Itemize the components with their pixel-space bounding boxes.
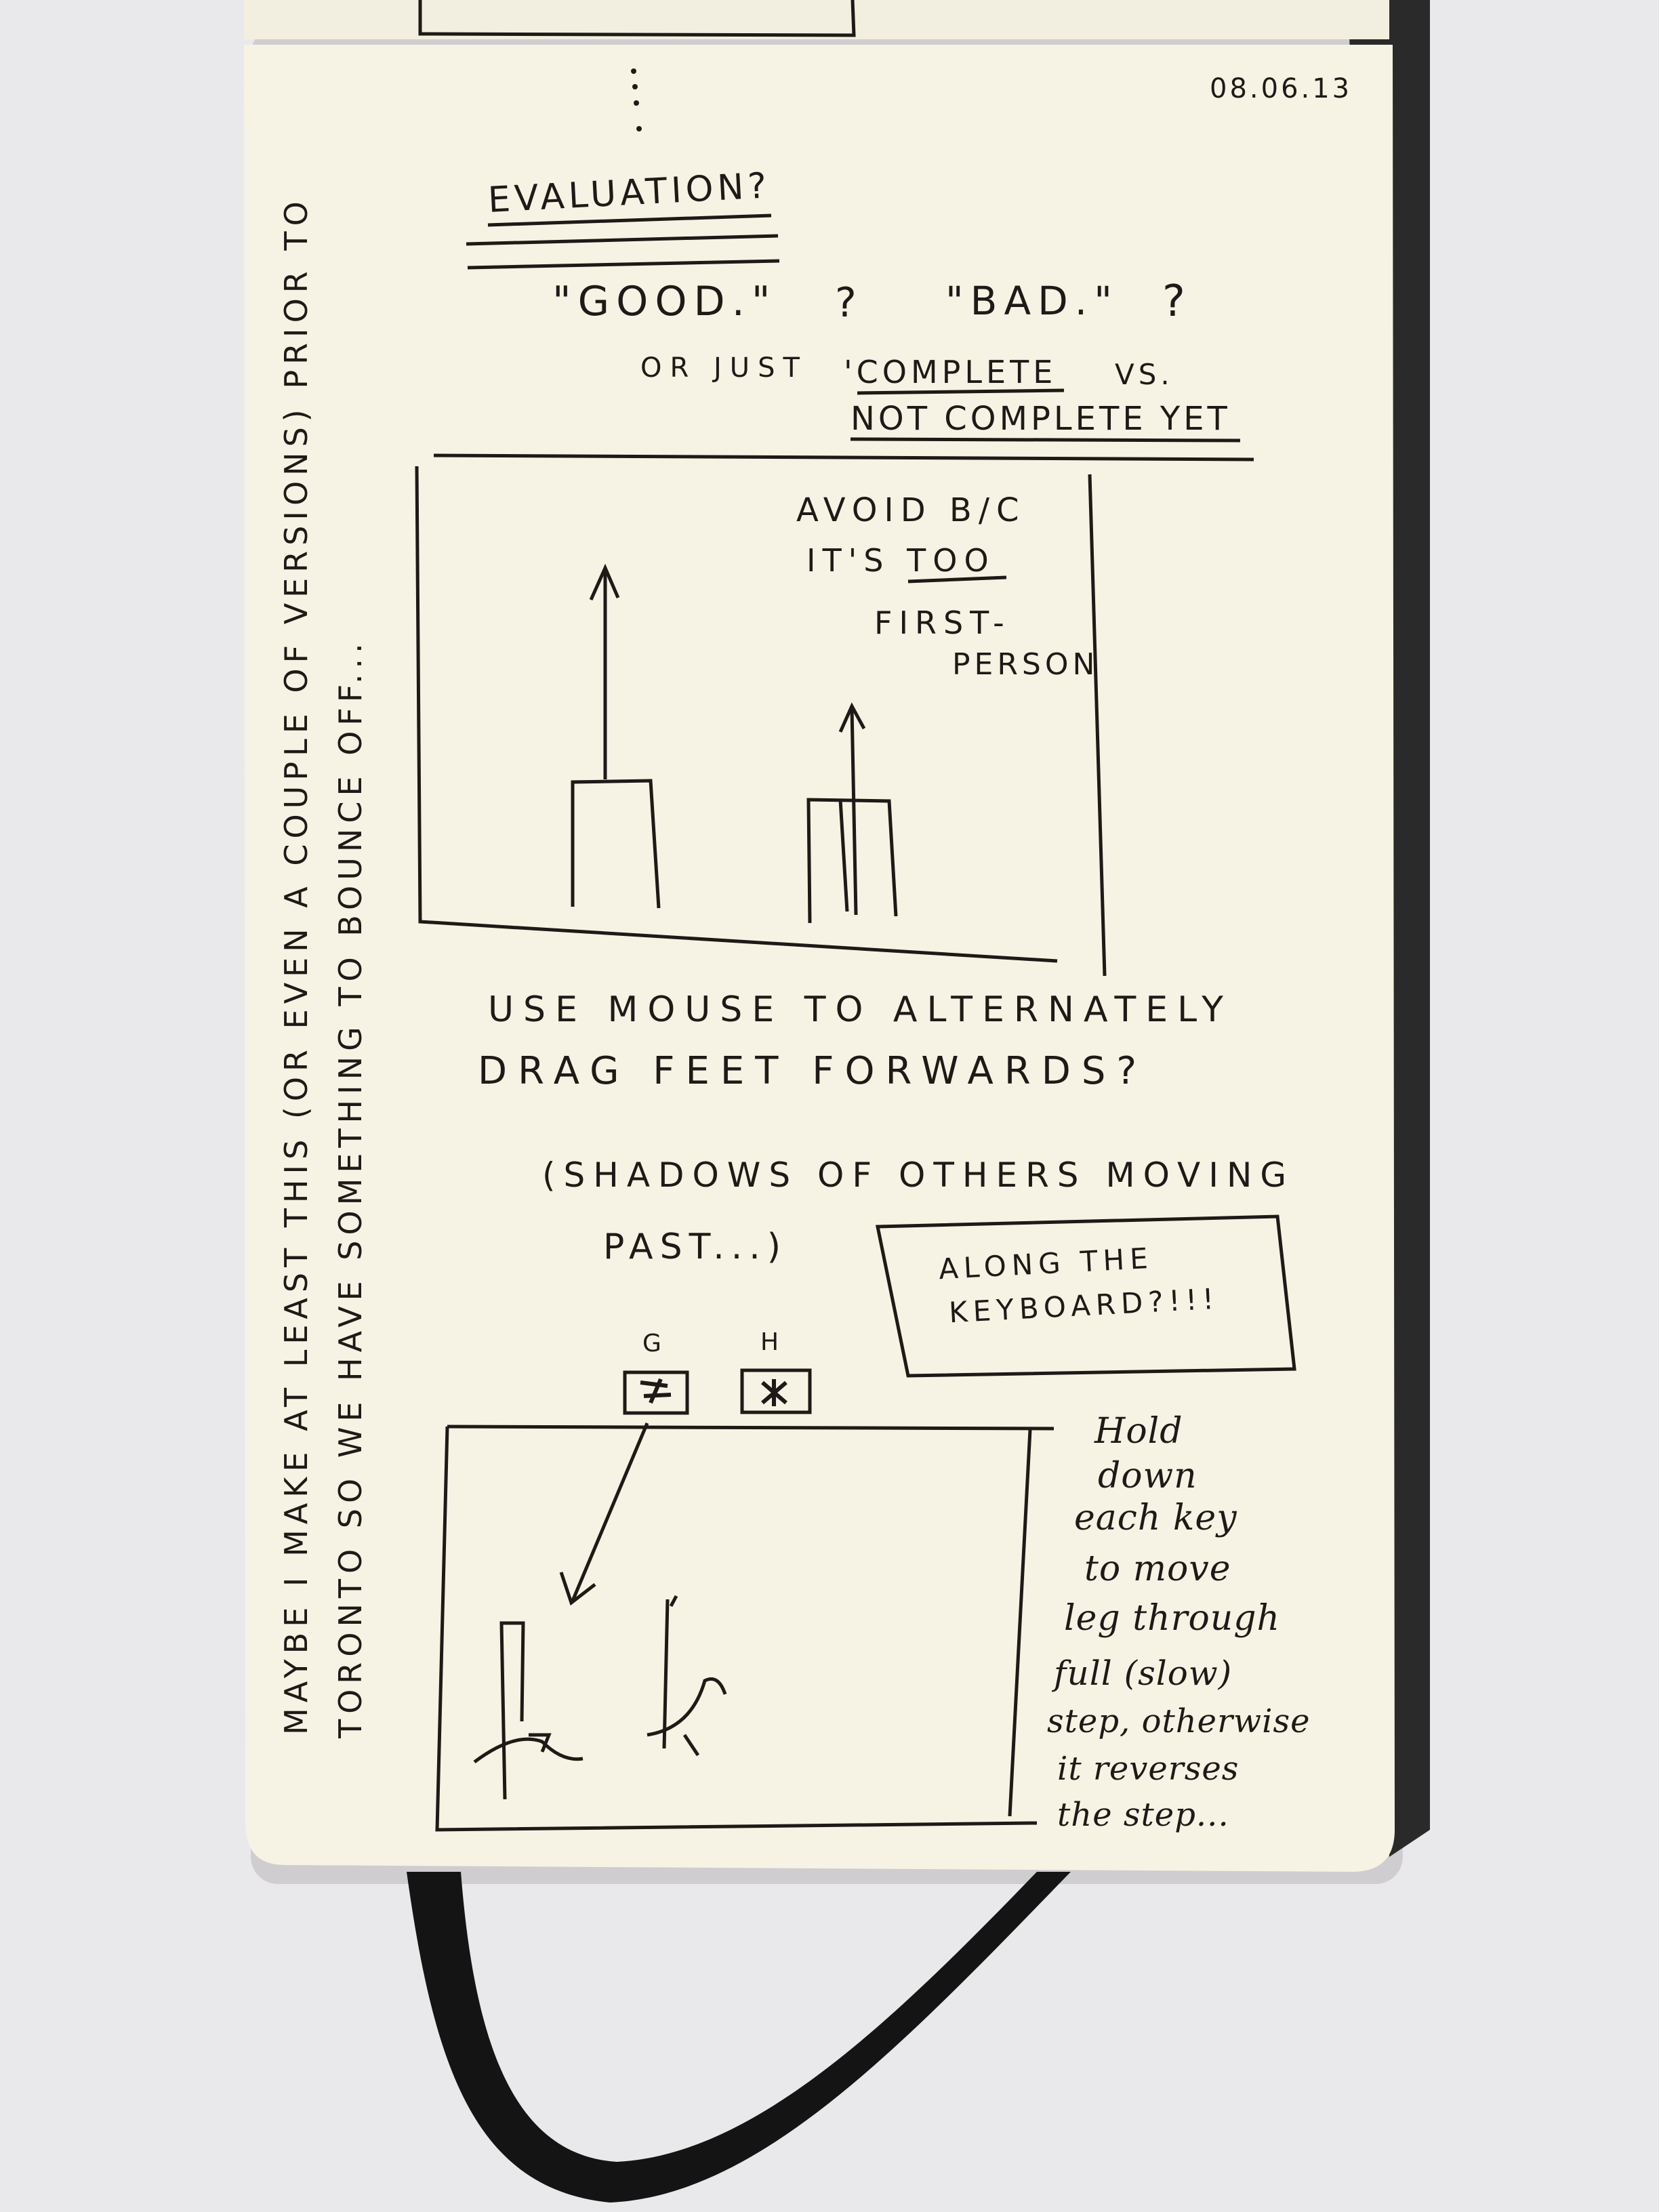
avoid-note-line-1: AVOID B/C [796,491,1026,529]
question-mark-2: ? [1162,276,1189,327]
avoid-note-line-4: PERSON [952,647,1099,682]
key-g-label: G [642,1330,665,1357]
shadows-note-line-1: (SHADOWS OF OTHERS MOVING [542,1155,1295,1195]
or-just-label: OR JUST [640,352,808,384]
keyboard-box-frame [875,1214,1296,1378]
hold-note-line-2: down [1098,1456,1197,1496]
hold-note-line-9: the step... [1057,1796,1229,1834]
hold-note-line-8: it reverses [1057,1750,1240,1788]
key-g-icon [623,1370,689,1415]
previous-page-edge [244,0,1389,39]
bad-label: "BAD." [945,278,1119,324]
not-complete-label: NOT COMPLETE YET [851,400,1231,438]
key-h-label: H [760,1328,783,1356]
hold-note-line-3: each key [1074,1498,1237,1538]
key-h-icon [740,1368,812,1414]
margin-note-line-2: TORONTO SO WE HAVE SOMETHING TO BOUNCE O… [332,638,369,1738]
notebook-page [244,45,1395,1872]
sketch-panel-1 [415,466,1107,977]
vs-label: VS. [1115,358,1174,391]
complete-label: 'COMPLETE [844,354,1057,390]
hold-note-line-7: step, otherwise [1047,1702,1311,1740]
sketch-panel-2 [435,1422,1054,1832]
mouse-note-line-2: DRAG FEET FORWARDS? [478,1049,1148,1093]
mouse-note-line-1: USE MOUSE TO ALTERNATELY [488,989,1233,1030]
hold-note-line-6: full (slow) [1054,1654,1233,1693]
date-label: 08.06.13 [1210,73,1353,104]
question-mark-1: ? [835,279,861,327]
shadows-note-line-2: PAST...) [603,1227,788,1267]
hold-note-line-5: leg through [1064,1598,1281,1639]
hold-note-line-1: Hold [1094,1411,1183,1452]
hold-note-line-4: to move [1084,1549,1231,1589]
elastic-band [407,1872,1071,2203]
avoid-note-line-2: IT'S TOO [806,542,996,579]
good-label: "GOOD." [552,278,777,325]
avoid-note-line-3: FIRST- [874,605,1011,641]
margin-note-line-1: MAYBE I MAKE AT LEAST THIS (OR EVEN A CO… [278,196,314,1735]
